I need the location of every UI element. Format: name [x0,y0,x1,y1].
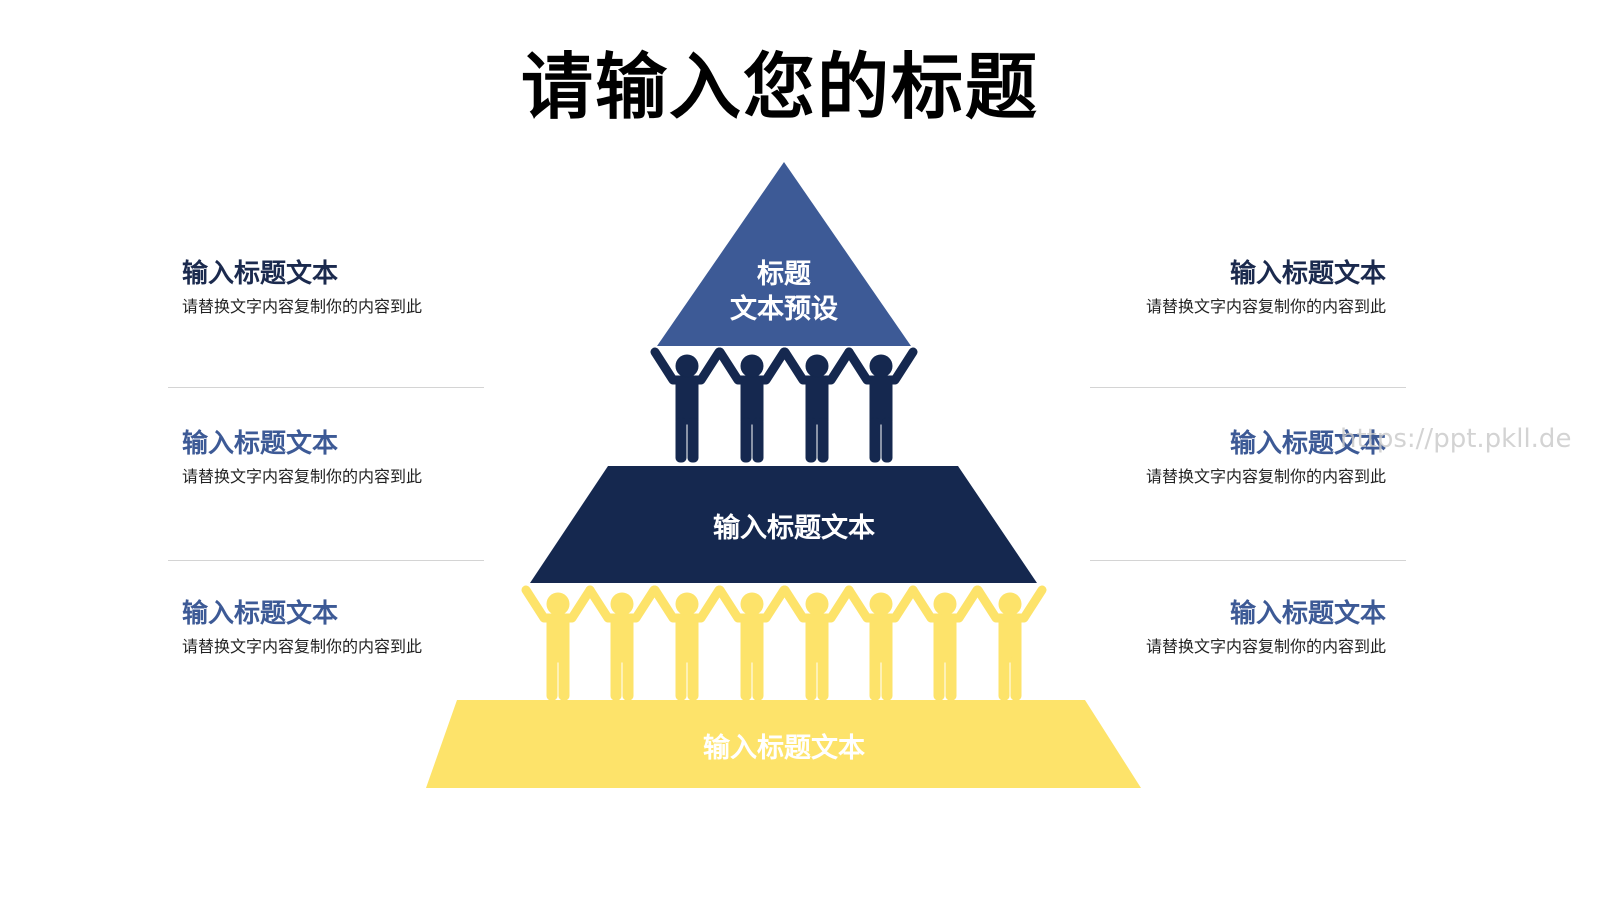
left-item-heading: 输入标题文本 [182,599,339,629]
left-divider [168,387,484,388]
pyramid-top-triangle [657,162,911,346]
pyramid-middle-label: 输入标题文本 [713,512,875,544]
blue-figures [655,352,913,462]
person-icon [526,590,590,700]
person-icon [785,590,849,700]
right-item-1: 输入标题文本 请替换文字内容复制你的内容到此 [1066,258,1386,318]
person-icon [590,590,654,700]
left-item-heading: 输入标题文本 [182,259,339,289]
left-item-heading: 输入标题文本 [182,429,339,459]
watermark: https://ppt.pkll.de [1340,424,1572,454]
pyramid-bottom-band [426,700,1141,788]
left-divider [168,560,484,561]
left-item-text: 请替换文字内容复制你的内容到此 [182,467,423,486]
right-item-3: 输入标题文本 请替换文字内容复制你的内容到此 [1066,598,1386,658]
pyramid-top-line1: 标题 [757,259,811,290]
person-icon [785,352,849,462]
right-item-heading: 输入标题文本 [1229,259,1386,289]
right-divider [1090,387,1406,388]
person-icon [720,590,784,700]
left-item-1: 输入标题文本 请替换文字内容复制你的内容到此 [182,258,502,318]
left-item-text: 请替换文字内容复制你的内容到此 [182,297,423,316]
right-item-heading: 输入标题文本 [1229,599,1386,629]
left-item-text: 请替换文字内容复制你的内容到此 [182,637,423,656]
person-icon [720,352,784,462]
yellow-figures [526,590,1042,700]
right-item-heading: 输入标题文本 [1229,429,1386,459]
right-item-2: 输入标题文本 请替换文字内容复制你的内容到此 [1066,428,1386,488]
right-item-text: 请替换文字内容复制你的内容到此 [1145,467,1386,486]
right-item-text: 请替换文字内容复制你的内容到此 [1145,637,1386,656]
pyramid-bottom-label: 输入标题文本 [703,732,865,764]
person-icon [849,352,913,462]
right-divider [1090,560,1406,561]
pyramid-middle-band [530,466,1037,583]
person-icon [978,590,1042,700]
right-item-text: 请替换文字内容复制你的内容到此 [1145,297,1386,316]
left-item-3: 输入标题文本 请替换文字内容复制你的内容到此 [182,598,502,658]
person-icon [655,590,719,700]
person-icon [655,352,719,462]
pyramid-top-line2: 文本预设 [730,293,838,325]
left-item-2: 输入标题文本 请替换文字内容复制你的内容到此 [182,428,502,488]
person-icon [913,590,977,700]
person-icon [849,590,913,700]
page-title: 请输入您的标题 [520,45,1039,129]
